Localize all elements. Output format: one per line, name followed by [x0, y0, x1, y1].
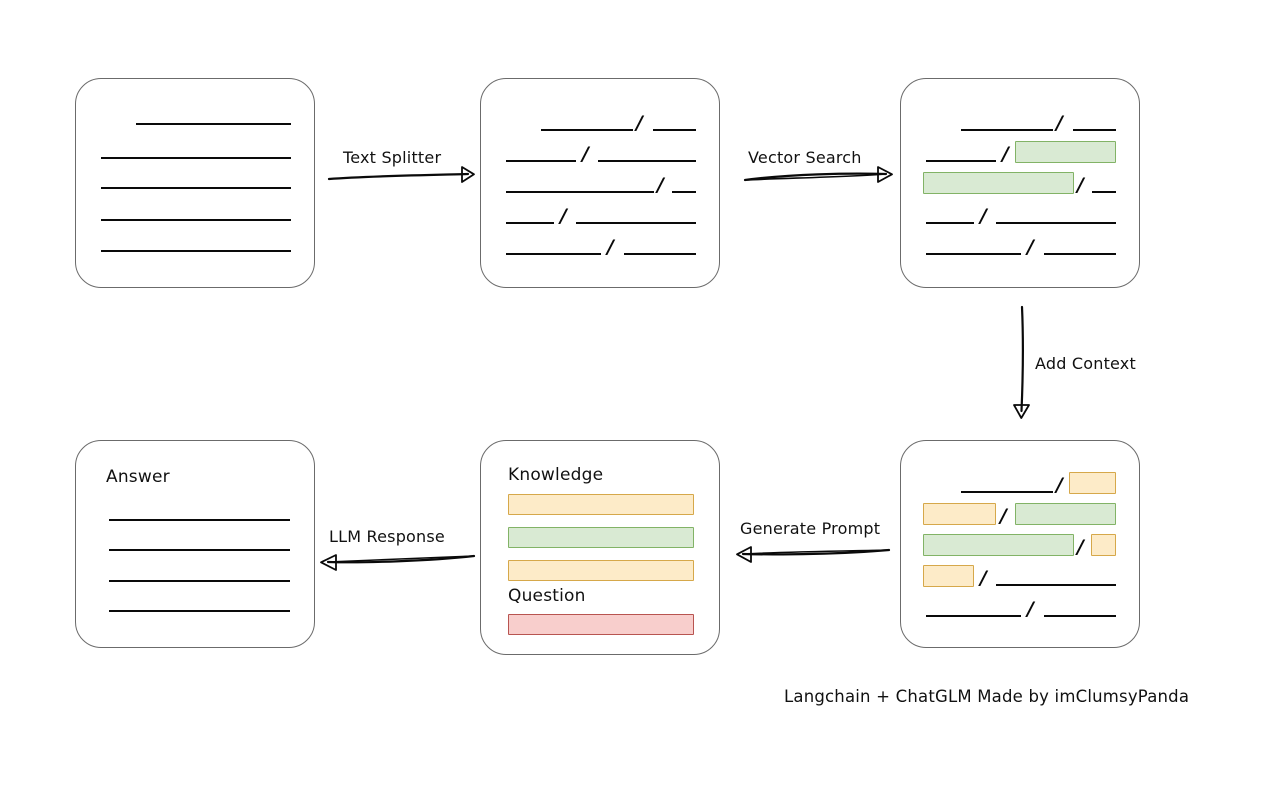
matched-chunk-highlight — [923, 172, 1074, 194]
matched-chunk-highlight — [1015, 141, 1116, 163]
doc-line-segment — [541, 129, 633, 131]
knowledge-bar-3 — [508, 560, 694, 581]
doc-line-segment — [598, 160, 696, 162]
chunk-separator-icon: / — [1077, 174, 1084, 196]
matched-chunk-highlight — [1015, 503, 1116, 525]
doc-line-segment — [101, 187, 291, 189]
chunk-separator-icon: / — [636, 112, 643, 134]
question-label: Question — [508, 586, 586, 606]
answer-line-segment — [109, 519, 290, 521]
doc-line-segment — [624, 253, 696, 255]
doc-line-segment — [926, 222, 974, 224]
chunk-separator-icon: / — [560, 205, 567, 227]
doc-line-segment — [1044, 615, 1116, 617]
edge-label-text-splitter: Text Splitter — [343, 148, 442, 167]
knowledge-bar-1 — [508, 494, 694, 515]
node-answer[interactable]: Answer — [75, 440, 315, 648]
doc-line-segment — [961, 491, 1053, 493]
arrow-llm-response — [320, 554, 476, 571]
context-chunk-highlight — [923, 565, 974, 587]
question-bar-1 — [508, 614, 694, 635]
chunk-separator-icon: / — [607, 236, 614, 258]
answer-line-segment — [109, 580, 290, 582]
knowledge-label: Knowledge — [508, 465, 604, 485]
context-chunk-highlight — [1091, 534, 1116, 556]
chunk-separator-icon: / — [1000, 505, 1007, 527]
chunk-separator-icon: / — [980, 205, 987, 227]
arrow-add-context — [1013, 305, 1030, 419]
node-prompt[interactable]: Knowledge Question — [480, 440, 720, 655]
doc-line-segment — [672, 191, 696, 193]
knowledge-bar-2 — [508, 527, 694, 548]
doc-line-segment — [926, 253, 1021, 255]
matched-chunk-highlight — [923, 534, 1074, 556]
doc-line-segment — [926, 160, 996, 162]
node-context-document[interactable]: / / / / / — [900, 440, 1140, 648]
answer-title: Answer — [106, 467, 170, 487]
chunk-separator-icon: / — [1002, 143, 1009, 165]
chunk-separator-icon: / — [657, 174, 664, 196]
chunk-separator-icon: / — [1027, 598, 1034, 620]
doc-line-segment — [101, 219, 291, 221]
arrow-generate-prompt — [736, 546, 891, 563]
chunk-separator-icon: / — [1056, 474, 1063, 496]
doc-line-segment — [576, 222, 696, 224]
context-chunk-highlight — [923, 503, 996, 525]
doc-line-segment — [136, 123, 291, 125]
context-chunk-highlight — [1069, 472, 1116, 494]
doc-line-segment — [506, 253, 601, 255]
chunk-separator-icon: / — [1077, 536, 1084, 558]
doc-line-segment — [506, 160, 576, 162]
doc-line-segment — [506, 191, 654, 193]
doc-line-segment — [1092, 191, 1116, 193]
doc-line-segment — [1073, 129, 1116, 131]
doc-line-segment — [926, 615, 1021, 617]
chunk-separator-icon: / — [1027, 236, 1034, 258]
node-vector-matched-document[interactable]: / / / / / — [900, 78, 1140, 288]
chunk-separator-icon: / — [980, 567, 987, 589]
doc-line-segment — [506, 222, 554, 224]
doc-line-segment — [961, 129, 1053, 131]
arrow-text-splitter — [327, 166, 475, 183]
chunk-separator-icon: / — [1056, 112, 1063, 134]
edge-label-llm-response: LLM Response — [329, 527, 445, 546]
diagram-caption: Langchain + ChatGLM Made by imClumsyPand… — [784, 687, 1190, 706]
edge-label-generate-prompt: Generate Prompt — [740, 519, 881, 538]
answer-line-segment — [109, 610, 290, 612]
doc-line-segment — [101, 157, 291, 159]
doc-line-segment — [653, 129, 696, 131]
doc-line-segment — [1044, 253, 1116, 255]
doc-line-segment — [101, 250, 291, 252]
chunk-separator-icon: / — [582, 143, 589, 165]
edge-label-vector-search: Vector Search — [748, 148, 862, 167]
node-split-document[interactable]: / / / / / — [480, 78, 720, 288]
doc-line-segment — [996, 584, 1116, 586]
answer-line-segment — [109, 549, 290, 551]
doc-line-segment — [996, 222, 1116, 224]
edge-label-add-context: Add Context — [1035, 354, 1136, 373]
arrow-vector-search — [743, 166, 893, 183]
node-source-document[interactable] — [75, 78, 315, 288]
